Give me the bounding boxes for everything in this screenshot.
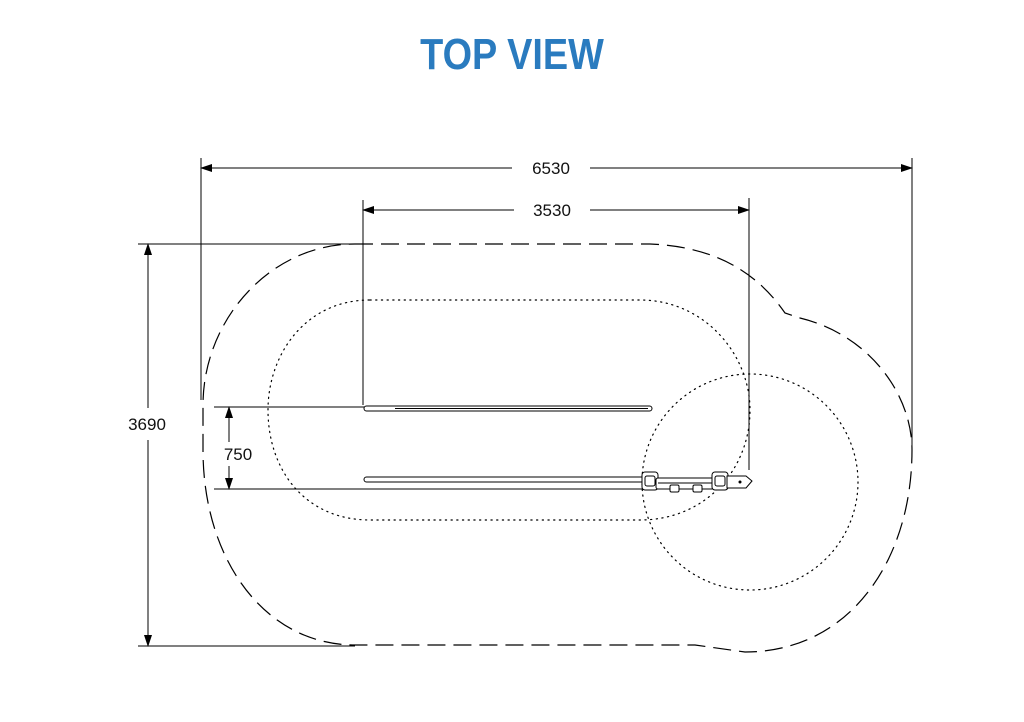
use-zone-outline [202,243,913,653]
roller-1 [669,484,680,493]
lower-rail [363,476,650,483]
right-post-inner [714,475,726,487]
carriage-assembly [641,471,753,493]
dimension-label-750: 750 [224,445,252,464]
dimension-label-3530: 3530 [533,201,571,220]
dimension-label-6530: 6530 [532,159,570,178]
page-title: TOP VIEW [420,30,604,79]
bracket-bolt [738,480,742,484]
fall-zone-outline [267,299,751,521]
dimension-label-3690: 3690 [128,415,166,434]
roller-2 [692,484,703,493]
left-post-inner [644,475,656,487]
swing-radius-circle [641,373,859,591]
